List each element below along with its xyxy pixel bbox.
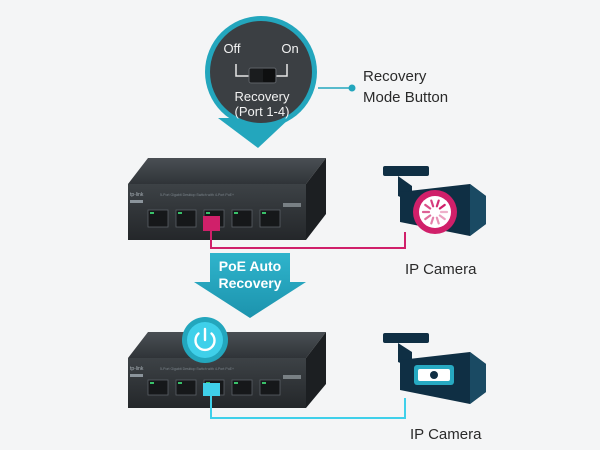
leader-dot xyxy=(348,84,356,92)
switch-top-side xyxy=(306,158,326,240)
camera-bottom xyxy=(383,333,486,404)
switch-top-model: 5-Port Gigabit Desktop Switch with 4-Por… xyxy=(160,193,234,197)
recovered-link-cable xyxy=(210,396,406,419)
switch-top: tp-link 5-Port Gigabit Desktop Switch wi… xyxy=(128,158,326,240)
spinner-tick xyxy=(424,214,432,221)
recovered-port-highlight xyxy=(203,383,220,396)
on-label: On xyxy=(281,41,298,56)
callout-caption-line2: (Port 1-4) xyxy=(235,104,290,119)
switch-top-port-3-led xyxy=(206,212,210,214)
switch-bottom-brand-mark xyxy=(130,374,143,377)
camera-bottom-lens xyxy=(430,371,438,379)
switch-top-port-2-led xyxy=(178,212,182,214)
switch-bottom-brand: tp-link xyxy=(130,366,144,372)
switch-bottom-model: 5-Port Gigabit Desktop Switch with 4-Por… xyxy=(160,367,234,371)
switch-top-brand-mark xyxy=(130,200,143,203)
callout-caption-line1: Recovery xyxy=(235,89,290,104)
camera-top-face xyxy=(470,184,486,236)
spinner-tick xyxy=(435,199,440,208)
switch-bottom-port-5-led xyxy=(262,382,266,384)
off-bracket xyxy=(235,64,249,77)
camera-bottom-face xyxy=(470,352,486,404)
spinner-tick xyxy=(430,199,435,208)
switch-bottom-port-2-led xyxy=(178,382,182,384)
camera-bottom-mount-plate xyxy=(383,333,429,343)
link-bottom-recovered xyxy=(203,383,406,419)
switch-top-port-2 xyxy=(175,209,197,228)
spinner-tick xyxy=(438,214,446,221)
spinner-tick xyxy=(435,216,440,225)
camera-top-mount-plate xyxy=(383,166,429,176)
switch-top-port-1 xyxy=(147,209,169,228)
arrow-label-line2: Recovery xyxy=(218,275,281,291)
spinner-tick xyxy=(438,203,446,210)
switch-top-port-4 xyxy=(231,209,253,228)
camera-bottom-label: IP Camera xyxy=(410,426,482,443)
loading-spinner-icon xyxy=(421,199,449,225)
recovery-button-label-line1: Recovery xyxy=(363,68,427,85)
switch-bottom-led-strip xyxy=(283,375,301,379)
switch-top-port-5-led xyxy=(262,212,266,214)
switch-top-lid xyxy=(128,158,326,184)
switch-bottom-port-4-led xyxy=(234,382,238,384)
arrow-shape xyxy=(194,253,306,318)
recovery-button-leader xyxy=(318,84,356,92)
switch-top-led-strip xyxy=(283,203,301,207)
recovery-callout: Off On Recovery (Port 1-4) xyxy=(205,16,317,148)
link-top-faulty xyxy=(203,216,406,249)
on-bracket xyxy=(276,64,288,77)
switch-top-brand: tp-link xyxy=(130,192,144,198)
switch-top-port-1-led xyxy=(150,212,154,214)
camera-top xyxy=(383,166,486,236)
off-label: Off xyxy=(223,41,240,56)
arrow-label-line1: PoE Auto xyxy=(219,258,281,274)
spinner-tick xyxy=(430,216,435,225)
spinner-tick xyxy=(424,203,432,210)
recovery-button-label-line2: Mode Button xyxy=(363,89,449,106)
camera-top-label: IP Camera xyxy=(405,261,477,278)
recovery-toggle-knob xyxy=(263,69,275,82)
poe-auto-recovery-arrow: PoE Auto Recovery xyxy=(194,253,306,318)
camera-top-lens xyxy=(419,196,451,228)
faulty-port-highlight xyxy=(203,216,220,231)
switch-top-port-5 xyxy=(259,209,281,228)
power-icon xyxy=(194,327,216,352)
switch-top-port-4-led xyxy=(234,212,238,214)
switch-bottom-port-1-led xyxy=(150,382,154,384)
switch-bottom-side xyxy=(306,332,326,408)
faulty-link-cable xyxy=(210,231,406,249)
switch-bottom: tp-link 5-Port Gigabit Desktop Switch wi… xyxy=(128,317,326,408)
